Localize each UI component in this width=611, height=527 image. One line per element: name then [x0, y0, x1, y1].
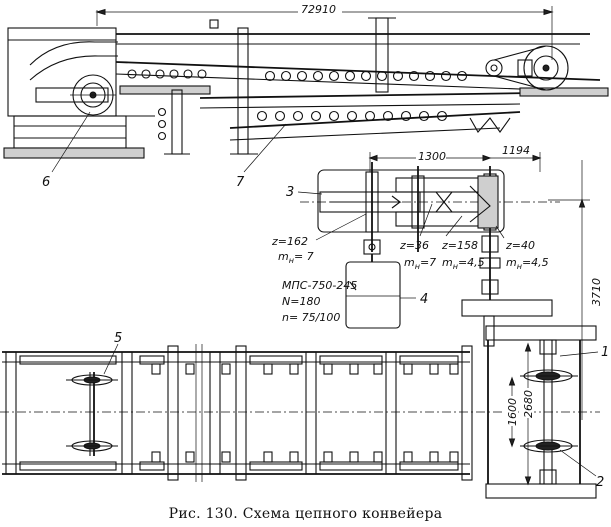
svg-text:mн=4,5: mн=4,5 [442, 256, 485, 271]
figure-caption: Рис. 130. Схема цепного конвейера [168, 506, 443, 522]
drive-unit: 1300 1194 [271, 144, 560, 329]
dimension-1300: 1300 [368, 150, 492, 172]
callout-5-label: 5 [114, 331, 122, 346]
svg-text:mн= 7: mн= 7 [278, 250, 314, 265]
callout-2-label: 2 [596, 475, 604, 490]
callout-5: 5 [103, 331, 122, 375]
bolts-bottom [151, 451, 459, 463]
tail-wheel-pair [66, 372, 118, 456]
dim-height-1600: 1600 [506, 398, 519, 426]
support-posts [164, 17, 511, 155]
tail-station [485, 45, 569, 91]
callout-7-label: 7 [236, 175, 245, 190]
callout-2: 2 [559, 449, 604, 490]
callout-4: 4 [400, 292, 428, 307]
dimension-2680: 2680 [520, 342, 535, 486]
head-drive-assembly [461, 299, 597, 499]
gear-right-label: z=40 mн=4,5 [495, 225, 549, 271]
dimension-1194: 1194 [490, 144, 542, 172]
bolts-top [151, 363, 459, 375]
side-view: 72910 [3, 3, 609, 190]
conveyor-frame [115, 33, 609, 141]
chain-rollers-upper [264, 70, 468, 82]
dim-width-1300: 1300 [418, 150, 446, 163]
dim-height-3710: 3710 [590, 278, 603, 306]
gearbox-housing [317, 169, 505, 233]
gear-mid1-z: z=36 [399, 239, 429, 252]
gear-right-z: z=40 [505, 239, 535, 252]
gear-mid1-label: z=36 mн=7 [399, 203, 436, 271]
dim-height-2680: 2680 [522, 390, 535, 418]
dimension-overall: 72910 [95, 3, 554, 60]
chain-links-plan [19, 355, 459, 471]
callout-1: 1 [559, 345, 609, 360]
dim-width-1194: 1194 [502, 144, 530, 157]
gear-left-label: z=162 mн= 7 [271, 213, 367, 265]
callout-7: 7 [236, 123, 287, 190]
callout-6: 6 [42, 111, 91, 190]
gear-mid2-label: z=158 mн=4,5 [441, 215, 485, 271]
callout-4-label: 4 [420, 292, 428, 307]
callout-3-label: 3 [286, 185, 294, 200]
plan-view: 5 1 2 [0, 299, 609, 499]
chain-rollers-lower [256, 110, 448, 122]
gear-left-z: z=162 [271, 235, 308, 248]
dim-overall-length: 72910 [301, 3, 336, 16]
svg-text:mн=4,5: mн=4,5 [506, 256, 549, 271]
cross-members [5, 345, 473, 481]
chain-rollers-head [127, 69, 207, 141]
dimension-1600: 1600 [504, 376, 519, 448]
callout-3: 3 [286, 185, 323, 200]
callout-6-label: 6 [42, 175, 50, 190]
svg-text:mн=7: mн=7 [404, 256, 436, 271]
dimension-3710: 3710 [548, 160, 603, 420]
motor-power: N=180 [282, 295, 320, 308]
motor-model: МПС-750-245 [282, 279, 357, 292]
gear-mid2-z: z=158 [441, 239, 478, 252]
callout-1-label: 1 [601, 345, 609, 360]
motor: МПС-750-245 N=180 n= 75/100 [282, 254, 401, 329]
head-station [3, 27, 155, 159]
motor-speed: n= 75/100 [282, 311, 340, 324]
